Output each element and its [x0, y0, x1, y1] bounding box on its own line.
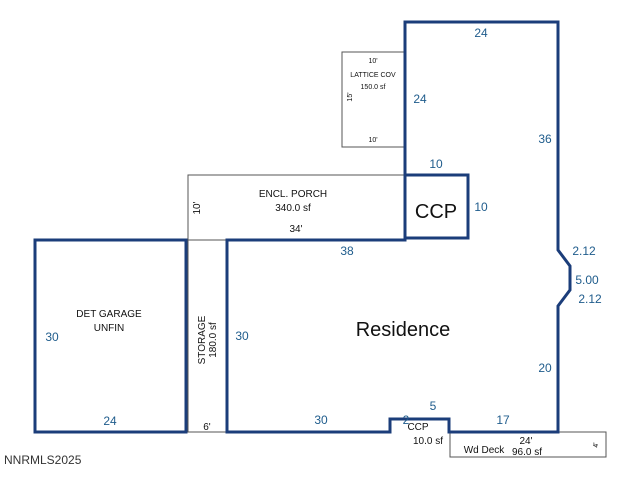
lattice-label: LATTICE COV	[350, 72, 396, 79]
storage-bottom-dim: 6'	[203, 422, 211, 433]
lattice-cover-outline	[341, 51, 405, 148]
storage-area: 180.0 sf	[208, 322, 219, 358]
wood-deck-outline	[449, 431, 607, 458]
residence-top-dim: 24	[474, 26, 488, 40]
garage-outline	[33, 238, 188, 434]
deck-top-dim: 24'	[519, 436, 532, 447]
garage-label-line1: DET GARAGE	[76, 309, 142, 320]
ccp-upper-side-dim: 10	[474, 200, 488, 214]
residence-right-lower-dim: 20	[538, 361, 552, 375]
lattice-top-dim: 10'	[368, 58, 377, 65]
residence-left-dim: 30	[235, 329, 249, 343]
porch-side-dim: 10'	[192, 201, 203, 214]
porch-area: 340.0 sf	[275, 203, 311, 214]
deck-side-dim: 4'	[593, 442, 600, 447]
residence-bump-dim-1: 2.12	[572, 244, 596, 258]
ccp-lower-area: 10.0 sf	[413, 436, 443, 447]
residence-bottom-left-dim: 30	[314, 413, 328, 427]
ccp-lower-label: CCP	[407, 422, 428, 433]
residence-right-upper-dim: 36	[538, 132, 552, 146]
enclosed-porch-outline	[187, 174, 406, 241]
lattice-area: 150.0 sf	[361, 84, 386, 91]
ccp-upper-outline	[403, 173, 470, 240]
ccp-upper-top-dim: 10	[429, 157, 443, 171]
residence-bump-dim-2: 5.00	[575, 273, 599, 287]
porch-label: ENCL. PORCH	[259, 189, 327, 200]
deck-label: Wd Deck	[464, 445, 506, 456]
garage-bottom-dim: 24	[103, 414, 117, 428]
residence-bump-dim-3: 2.12	[578, 292, 602, 306]
garage-label-line2: UNFIN	[94, 323, 125, 334]
residence-bottom-2-dim: 2	[403, 413, 410, 427]
lattice-side-dim: 15'	[347, 92, 354, 101]
watermark-text: NNRMLS2025	[4, 453, 82, 467]
garage-side-dim: 30	[45, 330, 59, 344]
residence-porch-top-dim: 38	[340, 244, 354, 258]
ccp-lower-top-dim: 5	[430, 399, 437, 413]
ccp-upper-label: CCP	[415, 201, 457, 223]
residence-upper-left-dim: 24	[413, 92, 427, 106]
porch-bottom-dim: 34'	[289, 224, 302, 235]
lattice-bottom-dim: 10'	[368, 137, 377, 144]
residence-bottom-right-dim: 17	[496, 413, 510, 427]
residence-label: Residence	[356, 319, 451, 341]
residence-outline	[225, 20, 572, 434]
deck-area: 96.0 sf	[512, 447, 542, 458]
storage-outline	[187, 239, 228, 433]
storage-label: STORAGE	[197, 315, 208, 364]
